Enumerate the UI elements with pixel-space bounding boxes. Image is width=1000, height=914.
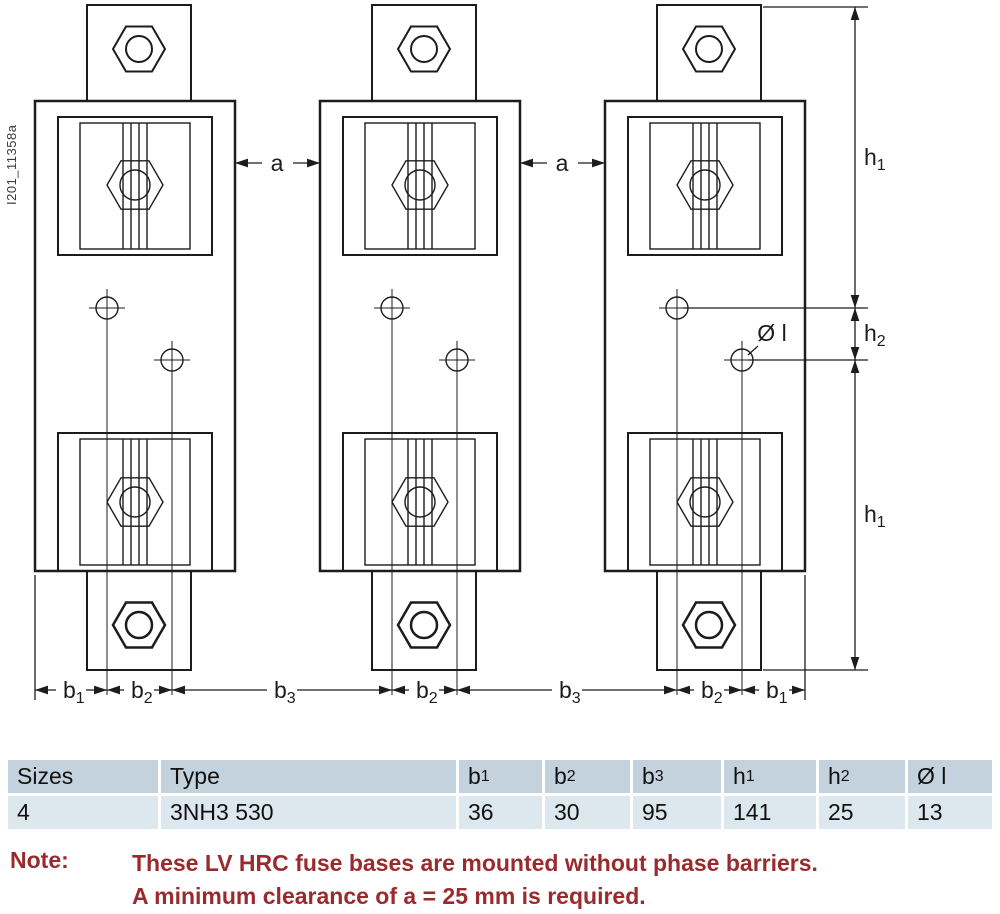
dim-label-h1-top: h1	[864, 144, 886, 174]
note-line-2: A minimum clearance of a = 25 mm is requ…	[132, 883, 646, 910]
fuse-unit-1	[33, 3, 237, 697]
dimension-drawing: I201_11358a a a h1 h2 h1	[4, 3, 886, 707]
note-line-1: These LV HRC fuse bases are mounted with…	[132, 850, 818, 876]
cell-h2: 25	[819, 796, 905, 829]
col-header-diameter: Ø l	[908, 760, 992, 793]
cell-b1: 36	[459, 796, 542, 829]
dim-chain-bottom: b1 b2 b3 b2 b3 b2 b1	[34, 575, 806, 707]
cell-b3: 95	[633, 796, 721, 829]
fuse-unit-2	[318, 3, 522, 697]
dim-a-left: a	[234, 148, 321, 177]
dim-a-right: a	[519, 148, 606, 177]
dim-vertical: h1 h2 h1	[683, 6, 886, 671]
dim-label-b3-1: b3	[274, 677, 296, 707]
dim-label-a-left: a	[271, 150, 284, 176]
dim-label-b2-3: b2	[701, 677, 723, 707]
dim-hole-diameter: Ø l	[747, 320, 787, 356]
note-block: Note: These LV HRC fuse bases are mounte…	[10, 847, 1000, 914]
cell-sizes: 4	[8, 796, 158, 829]
cell-type: 3NH3 530	[161, 796, 456, 829]
note-label: Note:	[10, 847, 69, 873]
dim-label-h1-bottom: h1	[864, 501, 886, 531]
col-header-sizes: Sizes	[8, 760, 158, 793]
dim-label-b2-2: b2	[416, 677, 438, 707]
cell-diameter: 13	[908, 796, 992, 829]
dim-label-h2: h2	[864, 320, 886, 350]
note-text: These LV HRC fuse bases are mounted with…	[132, 847, 818, 914]
drawing-code: I201_11358a	[4, 124, 19, 205]
fuse-unit-3	[603, 3, 807, 697]
cell-h1: 141	[724, 796, 816, 829]
dim-label-b3-2: b3	[559, 677, 581, 707]
col-header-type: Type	[161, 760, 456, 793]
dim-label-b1-left: b1	[63, 677, 85, 707]
dim-label-b2-1: b2	[131, 677, 153, 707]
dim-label-a-right: a	[556, 150, 569, 176]
cell-b2: 30	[545, 796, 630, 829]
dim-label-b1-right: b1	[766, 677, 788, 707]
dim-label-diameter: Ø l	[757, 320, 786, 346]
